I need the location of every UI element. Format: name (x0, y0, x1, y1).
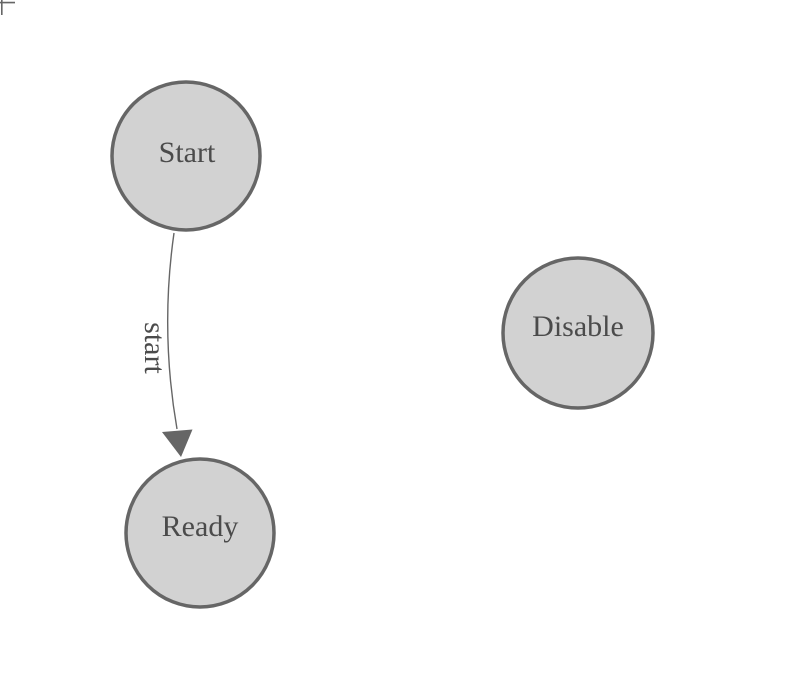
state-circle-ready[interactable] (124, 457, 276, 609)
edge-path[interactable] (166, 232, 178, 430)
state-label-disable: Disable (532, 310, 624, 343)
viewport-corner-mark (0, 0, 15, 15)
state-label-ready: Ready (162, 510, 239, 543)
state-circle-start[interactable] (110, 80, 262, 232)
state-node-disable[interactable]: Disable (501, 256, 655, 410)
state-circle-disable[interactable] (501, 256, 655, 410)
edge-label: start (138, 322, 171, 374)
arrowhead-icon (162, 429, 193, 457)
transition-edge-start-to-ready[interactable]: start (138, 232, 193, 457)
state-label-start: Start (159, 136, 216, 169)
state-node-ready[interactable]: Ready (124, 457, 276, 609)
state-node-start[interactable]: Start (110, 80, 262, 232)
